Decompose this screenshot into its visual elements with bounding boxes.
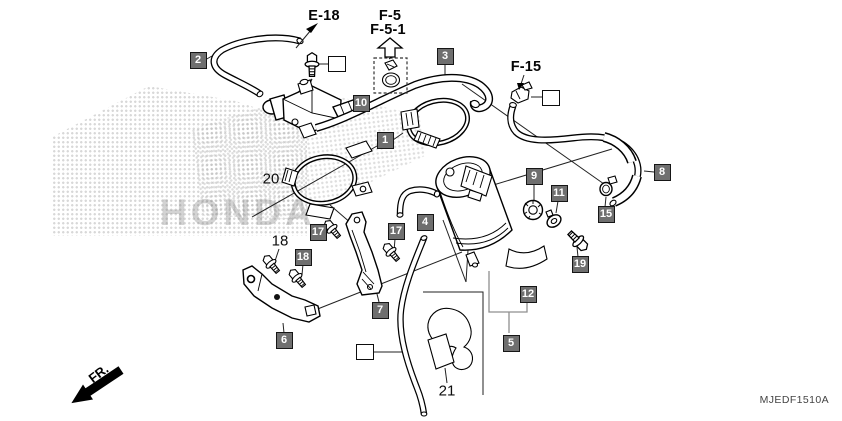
ref-label-e-18: E-18 bbox=[308, 8, 340, 24]
rubber-strip-12 bbox=[505, 245, 548, 269]
screw-18-b bbox=[285, 265, 309, 291]
two-way-valve-9 bbox=[522, 199, 544, 221]
gray-leader-lines bbox=[488, 271, 528, 333]
callout-box-empty bbox=[356, 344, 374, 360]
f5-1-clamp-reference bbox=[373, 55, 408, 94]
bracket-6 bbox=[242, 265, 321, 323]
ref-label-f-5: F-5 bbox=[378, 8, 402, 24]
screw-18-a bbox=[259, 251, 283, 277]
hose-3-canister-tube bbox=[314, 73, 494, 132]
callout-box-4: 4 bbox=[416, 213, 434, 231]
valve-mounting-bolt bbox=[304, 52, 320, 77]
evap-canister bbox=[435, 156, 513, 268]
callout-plain-18: 18 bbox=[271, 232, 289, 250]
canister-band-1 bbox=[400, 97, 470, 149]
screw-17-b bbox=[379, 239, 403, 265]
callout-box-17: 17 bbox=[387, 222, 405, 240]
strap-ring-20 bbox=[281, 140, 373, 220]
ref-label-f-15: F-15 bbox=[510, 59, 542, 75]
callout-box-8: 8 bbox=[653, 163, 671, 181]
clamp-15 bbox=[599, 175, 618, 197]
callout-box-7: 7 bbox=[371, 301, 389, 319]
f15-clip bbox=[510, 81, 533, 104]
callout-box-15: 15 bbox=[597, 205, 615, 223]
callout-box-17: 17 bbox=[309, 223, 327, 241]
hose-2-purge-tube bbox=[210, 34, 304, 98]
callout-box-empty bbox=[328, 56, 346, 72]
hose-4-elbow bbox=[396, 186, 441, 218]
callout-box-5: 5 bbox=[502, 334, 520, 352]
callout-box-19: 19 bbox=[571, 255, 589, 273]
callout-box-2: 2 bbox=[189, 51, 207, 69]
callout-box-1: 1 bbox=[376, 131, 394, 149]
callout-box-3: 3 bbox=[436, 47, 454, 65]
callout-box-12: 12 bbox=[519, 285, 537, 303]
callout-box-empty bbox=[542, 90, 560, 106]
callout-plain-20: 20 bbox=[262, 170, 280, 188]
callout-box-11: 11 bbox=[550, 184, 568, 202]
hose-5-drain-tube bbox=[397, 235, 428, 417]
label-arrows bbox=[295, 23, 525, 90]
purge-control-solenoid-valve bbox=[262, 78, 363, 139]
washer-11 bbox=[545, 209, 562, 228]
bracket-7 bbox=[345, 211, 383, 296]
callout-box-6: 6 bbox=[275, 331, 293, 349]
callout-box-9: 9 bbox=[525, 167, 543, 185]
callout-plain-21: 21 bbox=[438, 382, 456, 400]
diagram-code: MJEDF1510A bbox=[759, 394, 829, 406]
fr-direction-arrow bbox=[71, 366, 124, 404]
hose-8-vent-tube bbox=[507, 102, 642, 207]
clip-21-detail bbox=[427, 307, 474, 371]
bolt-19 bbox=[564, 227, 592, 255]
callout-box-18: 18 bbox=[294, 248, 312, 266]
f5-direction-arrow bbox=[376, 37, 404, 58]
ref-label-f-5-1: F-5-1 bbox=[370, 22, 406, 38]
callout-box-10: 10 bbox=[352, 94, 370, 112]
